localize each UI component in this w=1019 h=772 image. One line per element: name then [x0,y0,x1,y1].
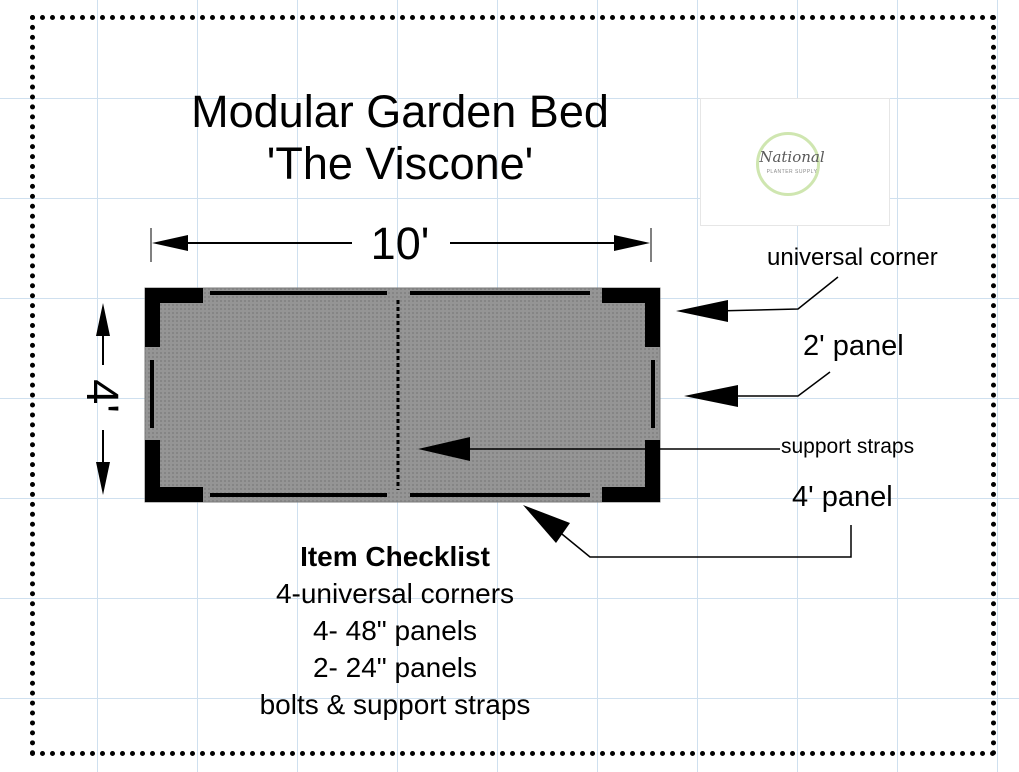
arrow-universal-corner [676,300,728,322]
checklist-item: 4-universal corners [275,578,515,609]
dotted-frame [30,15,996,756]
width-label: 4' [77,379,128,413]
logo-wordmark: National [759,148,825,166]
diagram-title: Modular Garden Bed 'The Viscone' [100,86,700,190]
dim-left-arrow-up [96,303,110,336]
corner-bottom-left [145,440,203,502]
bed-body [144,287,661,503]
callout-4ft-panel: 4' panel [792,481,893,513]
leader-4ft-panel [556,525,852,558]
callout-2ft-panel: 2' panel [803,330,904,362]
checklist-heading: Item Checklist [300,541,490,572]
callout-support-straps: support straps [781,435,915,458]
arrow-support-straps [418,437,470,461]
title-line-1: Modular Garden Bed [191,86,609,137]
brand-logo: National PLANTER SUPPLY [700,98,890,226]
title-line-2: 'The Viscone' [266,138,534,189]
leader-2ft-panel [720,371,831,397]
checklist-item: bolts & support straps [259,689,531,720]
callout-universal-corner: universal corner [767,244,938,271]
dim-top-arrow-right [614,235,650,251]
logo-subtitle: PLANTER SUPPLY [766,169,818,175]
length-label: 10' [370,218,430,269]
leader-universal-corner [714,276,839,312]
corner-top-left [145,288,203,347]
arrow-2ft-panel [684,385,738,407]
corner-bottom-right [602,440,660,502]
logo-ring [756,132,820,196]
arrow-4ft-panel [523,505,570,543]
dim-top-arrow-left [152,235,188,251]
item-checklist: Item Checklist 4-universal corners 4- 48… [150,538,640,723]
dim-left-arrow-down [96,462,110,495]
corner-top-right [602,288,660,347]
checklist-item: 2- 24" panels [312,652,478,683]
checklist-item: 4- 48" panels [312,615,478,646]
